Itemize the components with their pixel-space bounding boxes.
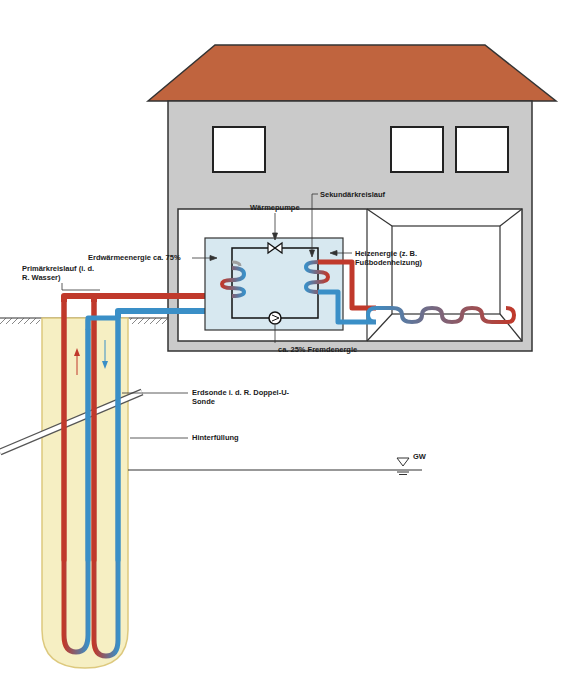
window	[391, 127, 443, 172]
circuit-label: Primärkreislauf (i. d. R. Wasser)	[22, 264, 102, 282]
groundwater-label: GW	[413, 452, 426, 461]
borehole	[42, 318, 128, 668]
heat-pump-housing	[205, 238, 343, 330]
energy-label: Erdwärmeenergie ca. 75%	[88, 253, 181, 262]
component-label: Wärmepumpe	[250, 203, 300, 212]
compressor	[269, 312, 281, 324]
refrigerant-circuit	[232, 248, 318, 318]
roof	[148, 45, 556, 101]
house-wall	[168, 101, 532, 351]
aquifer-line	[0, 392, 142, 452]
energy-label: ca. 25% Fremdenergie	[278, 345, 357, 354]
circuit-label: Sekundärkreislauf	[320, 190, 385, 199]
underfloor-heating	[368, 308, 514, 322]
basement	[178, 209, 522, 341]
room-perspective	[367, 209, 522, 341]
u-probe	[64, 300, 118, 656]
evaporator-coil	[222, 262, 244, 296]
leader-line	[62, 194, 352, 438]
expansion-valve	[268, 243, 282, 253]
window	[456, 127, 508, 172]
groundwater-level	[128, 469, 422, 470]
window	[213, 127, 265, 172]
backfill-label: Hinterfüllung	[192, 433, 239, 442]
condenser-coil	[306, 262, 328, 292]
probe-label: Erdsonde i. d. R. Doppel-U-Sonde	[192, 388, 292, 406]
energy-label: Heizenergie (z. B. Fußbodenheizung)	[355, 249, 465, 267]
